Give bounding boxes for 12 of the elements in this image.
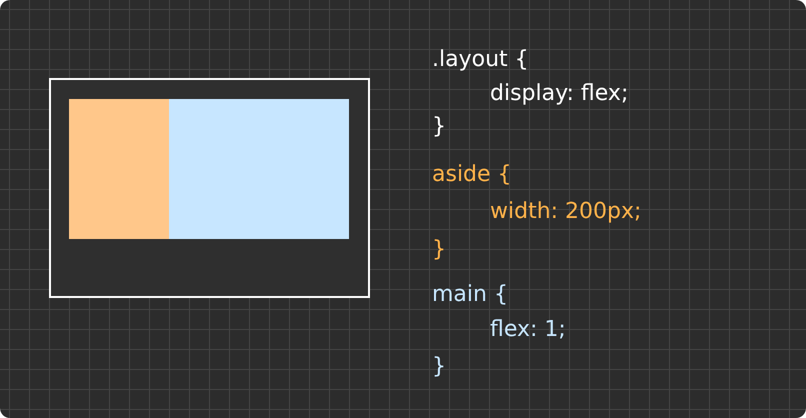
sidebar-box xyxy=(69,99,169,239)
code-line: .layout { xyxy=(432,46,529,74)
code-line: } xyxy=(432,113,446,141)
content-box xyxy=(169,99,349,239)
code-line: } xyxy=(432,353,446,381)
code-line: display: flex; xyxy=(490,80,628,108)
code-line: width: 200px; xyxy=(490,198,642,226)
container-box xyxy=(49,78,370,298)
code-line: } xyxy=(432,236,446,264)
code-line: main { xyxy=(432,281,508,309)
code-line: flex: 1; xyxy=(490,316,566,344)
code-line: aside { xyxy=(432,161,512,189)
